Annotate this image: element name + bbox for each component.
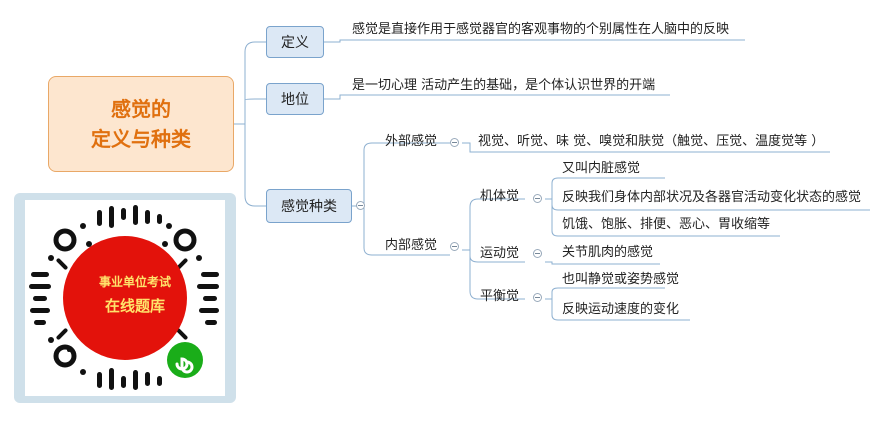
collapse-toggle-external[interactable] xyxy=(450,138,459,147)
external-sense-text: 视觉、听觉、味 觉、嗅觉和肤觉（触觉、压觉、温度觉等 ） xyxy=(478,134,825,149)
collapse-toggle-organic[interactable] xyxy=(533,194,542,203)
topic-definition-label: 定义 xyxy=(281,35,309,51)
qr-line1: 事业单位考试 xyxy=(98,275,171,289)
topic-types-label: 感觉种类 xyxy=(281,199,337,215)
definition-text: 感觉是直接作用于感觉器官的客观事物的个别属性在人脑中的反映 xyxy=(352,22,730,37)
root-title-line2: 定义与种类 xyxy=(91,127,191,151)
root-title-line1: 感觉的 xyxy=(111,97,171,121)
external-sense-label[interactable]: 外部感觉 xyxy=(385,134,438,149)
balance-sense-label[interactable]: 平衡觉 xyxy=(480,289,520,304)
collapse-toggle-balance[interactable] xyxy=(533,293,542,302)
balance-item-1: 也叫静觉或姿势感觉 xyxy=(562,272,680,287)
root-topic[interactable]: 感觉的 定义与种类 xyxy=(48,76,234,172)
topic-definition[interactable]: 定义 xyxy=(266,26,324,58)
internal-sense-label[interactable]: 内部感觉 xyxy=(385,238,438,253)
motor-sense-label[interactable]: 运动觉 xyxy=(480,246,520,261)
organic-item-3: 饥饿、饱胀、排便、恶心、胃收缩等 xyxy=(562,217,771,232)
status-text: 是一切心理 活动产生的基础，是个体认识世界的开端 xyxy=(352,78,656,93)
balance-item-2: 反映运动速度的变化 xyxy=(562,302,680,317)
organic-item-2: 反映我们身体内部状况及各器官活动变化状态的感觉 xyxy=(562,190,862,205)
collapse-toggle-types[interactable] xyxy=(356,201,365,210)
qr-line2: 在线题库 xyxy=(104,297,165,315)
collapse-toggle-internal[interactable] xyxy=(450,242,459,251)
mini-program-code-icon xyxy=(29,205,219,390)
organic-item-1: 又叫内脏感觉 xyxy=(562,161,641,176)
topic-status-label: 地位 xyxy=(281,92,309,108)
topic-status[interactable]: 地位 xyxy=(266,83,324,115)
qr-center-disc xyxy=(63,236,187,360)
motor-item-1: 关节肌肉的感觉 xyxy=(562,245,654,260)
topic-types[interactable]: 感觉种类 xyxy=(266,189,352,223)
collapse-toggle-motor[interactable] xyxy=(533,249,542,258)
organic-sense-label[interactable]: 机体觉 xyxy=(480,189,520,204)
